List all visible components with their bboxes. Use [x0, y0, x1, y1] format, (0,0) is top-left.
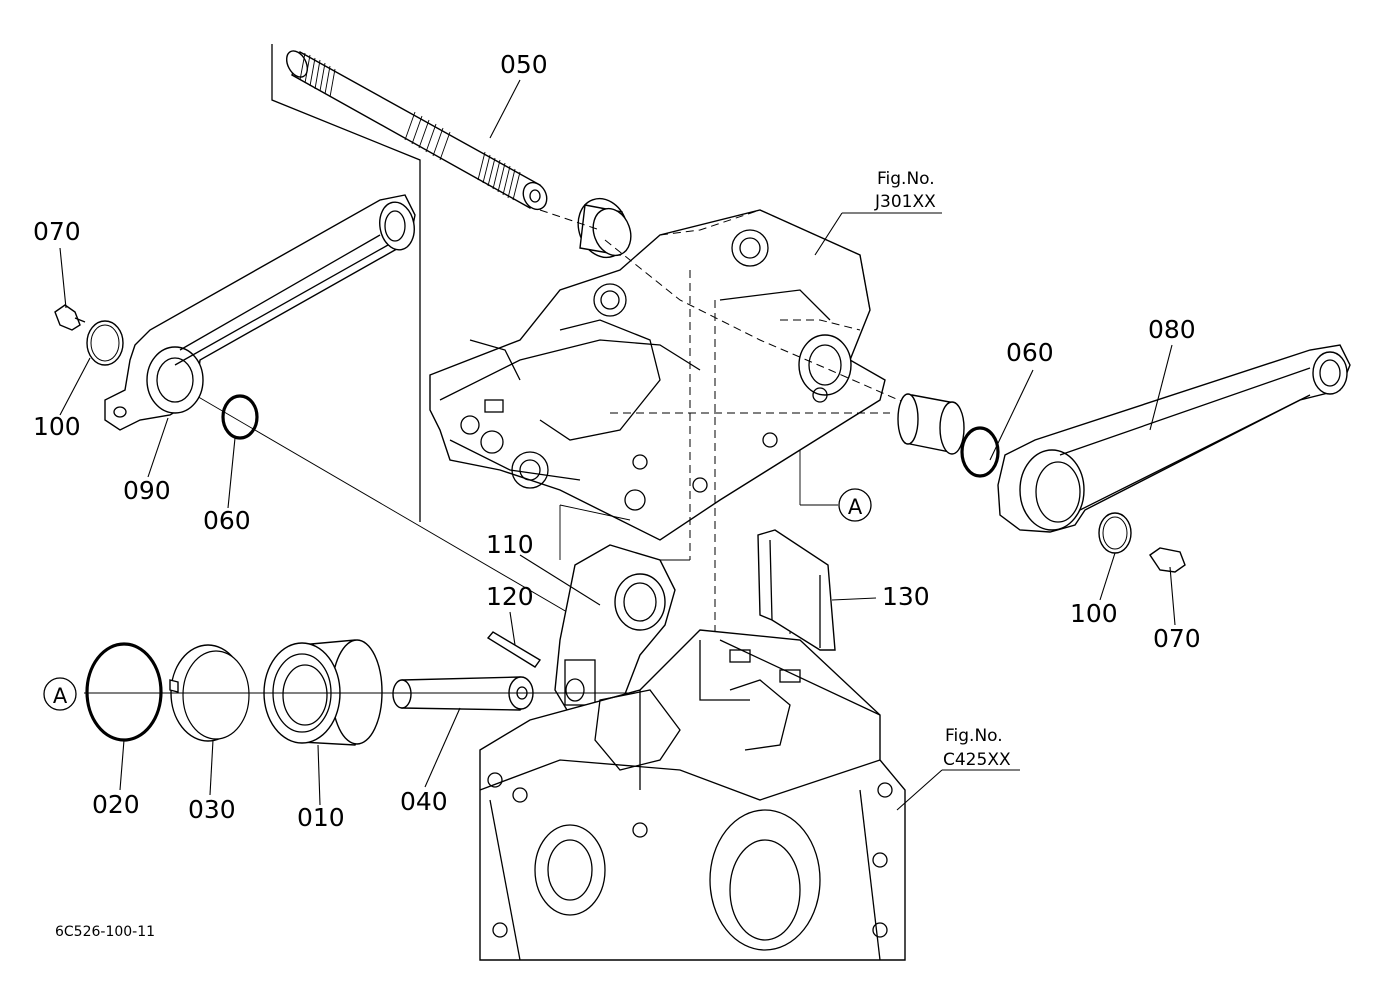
backup-ring-030 [169, 644, 250, 742]
plate-130 [757, 529, 836, 651]
bushing-right [897, 393, 965, 455]
callout-070-left: 070 [33, 217, 81, 246]
oring-left-060 [221, 394, 259, 440]
callout-120: 120 [486, 582, 534, 611]
callout-050: 050 [500, 50, 548, 79]
fig-ref-c425-line2: C425XX [943, 750, 1011, 770]
grease-fitting-left-070 [54, 304, 86, 331]
callout-130: 130 [882, 582, 930, 611]
callout-090: 090 [123, 476, 171, 505]
callout-070-right: 070 [1153, 624, 1201, 653]
fig-ref-c425-line1: Fig.No. [945, 726, 1003, 746]
callout-030: 030 [188, 795, 236, 824]
hydraulic-housing [429, 209, 886, 541]
callout-040: 040 [400, 787, 448, 816]
rod-040 [392, 676, 534, 711]
reference-marker-left: A [43, 677, 77, 711]
snap-ring-left-100 [86, 320, 124, 366]
lift-arm-left-090 [104, 194, 416, 431]
callout-020: 020 [92, 790, 140, 819]
drawing-id: 6C526-100-11 [55, 924, 155, 940]
callout-110: 110 [486, 530, 534, 559]
shaft-050 [271, 44, 632, 522]
snap-ring-right-100 [1098, 512, 1132, 554]
reference-marker-right: A [838, 488, 872, 522]
transmission-case [479, 629, 906, 961]
grease-fitting-right-070 [1149, 547, 1186, 573]
callout-100-right: 100 [1070, 599, 1118, 628]
callout-080: 080 [1148, 315, 1196, 344]
svg-text:A: A [848, 495, 863, 519]
arm-link-110 [554, 544, 676, 729]
seal-ring-020 [85, 642, 163, 742]
fig-ref-j301-line2: J301XX [874, 192, 936, 212]
callout-060-left: 060 [203, 506, 251, 535]
callout-010: 010 [297, 803, 345, 832]
callout-100-left: 100 [33, 412, 81, 441]
fig-ref-j301-line1: Fig.No. [877, 169, 935, 189]
piston-010 [263, 639, 383, 746]
pin-120 [486, 631, 542, 668]
leader-lines [59, 79, 1176, 811]
callout-060-right: 060 [1006, 338, 1054, 367]
svg-text:A: A [53, 684, 68, 708]
lift-arm-right-080 [997, 344, 1351, 533]
oring-right-060 [960, 426, 1000, 478]
